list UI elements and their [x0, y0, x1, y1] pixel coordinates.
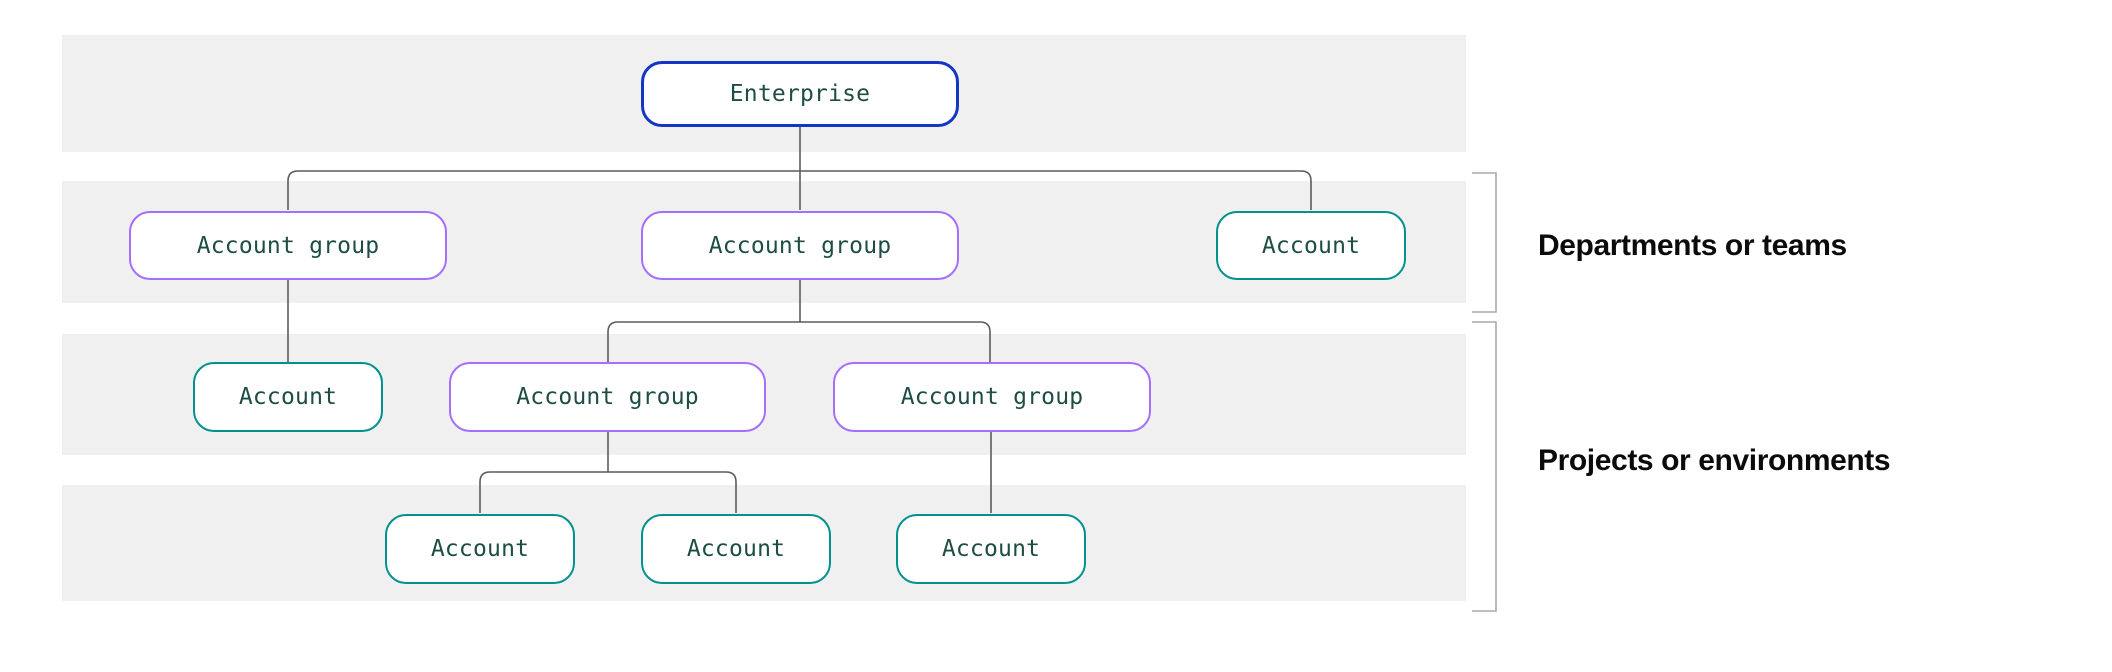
node-account-label: Account [686, 536, 786, 562]
node-account-group-label: Account group [196, 232, 380, 259]
node-account-project-1: Account [193, 362, 383, 432]
node-account-label: Account [430, 536, 530, 562]
node-enterprise-label: Enterprise [729, 81, 871, 107]
node-account-dept: Account [1216, 211, 1406, 280]
node-account-project-2: Account [385, 514, 575, 584]
bracket-projects [1472, 321, 1497, 612]
node-account-project-3: Account [641, 514, 831, 584]
node-account-group-label: Account group [516, 384, 699, 410]
node-enterprise: Enterprise [641, 61, 959, 127]
node-account-project-4: Account [896, 514, 1086, 584]
bracket-departments [1472, 172, 1497, 313]
node-account-group-dept-2: Account group [641, 211, 959, 280]
annotation-departments-or-teams: Departments or teams [1538, 229, 1847, 262]
node-account-group-label: Account group [900, 384, 1084, 410]
node-account-label: Account [238, 384, 338, 410]
node-account-group-dept-1: Account group [129, 211, 447, 280]
node-account-label: Account [941, 536, 1041, 562]
node-account-group-label: Account group [708, 232, 892, 259]
annotation-projects-or-environments: Projects or environments [1538, 444, 1891, 477]
node-account-label: Account [1261, 232, 1361, 259]
node-account-group-project-2: Account group [833, 362, 1151, 432]
node-account-group-project-1: Account group [449, 362, 766, 432]
